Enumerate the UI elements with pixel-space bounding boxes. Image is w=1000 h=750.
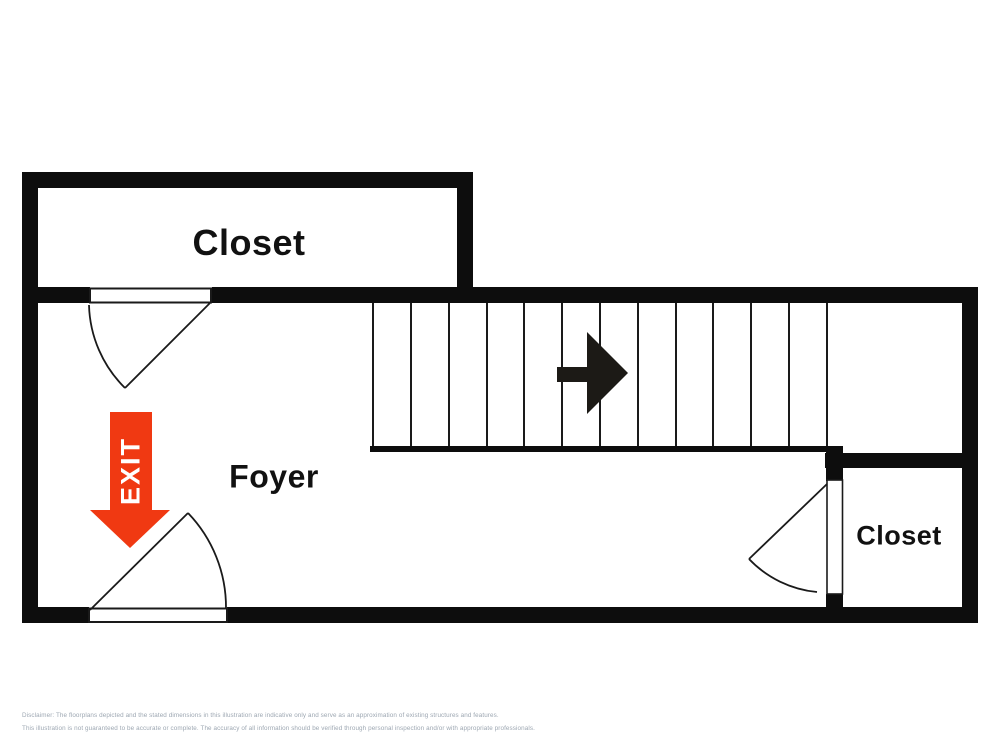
- door-leaf: [748, 483, 828, 560]
- door-leaf: [124, 302, 211, 389]
- doors: [88, 287, 844, 623]
- stair-direction-arrow-icon: [557, 332, 628, 414]
- room-label-closet-top: Closet: [192, 222, 306, 263]
- door-swing-arc: [187, 512, 227, 609]
- wall-main-horizontal-left: [22, 287, 90, 303]
- stair-treads: [372, 303, 828, 446]
- door-slab: [89, 287, 212, 304]
- door-foyer-exit: [88, 512, 228, 623]
- door-closet-bottom-right: [748, 479, 844, 595]
- stair-bottom-rail: [370, 446, 835, 452]
- exit-arrow-icon: [90, 412, 170, 548]
- disclaimer-line-1: Disclaimer: The floorplans depicted and …: [22, 712, 499, 719]
- door-swing-arc: [748, 558, 818, 593]
- room-label-closet-bottom-right: Closet: [856, 520, 942, 551]
- wall-closet-top: [22, 172, 473, 188]
- wall-closet-right: [457, 172, 473, 303]
- disclaimer-line-2: This illustration is not guaranteed to b…: [22, 725, 535, 732]
- exit-arrow-label: EXIT: [115, 436, 146, 506]
- room-label-foyer: Foyer: [229, 458, 319, 495]
- wall-outer-right: [962, 287, 978, 623]
- door-leaf: [89, 512, 189, 611]
- wall-br-closet-left-upper: [826, 446, 843, 481]
- door-swing-arc: [88, 304, 126, 389]
- wall-outer-left: [22, 172, 38, 623]
- disclaimer: Disclaimer: The floorplans depicted and …: [22, 709, 535, 735]
- door-closet-top: [88, 287, 212, 389]
- stairs: [370, 303, 835, 452]
- walls: [22, 172, 978, 623]
- wall-main-horizontal-right: [212, 287, 978, 303]
- door-jamb: [826, 479, 844, 595]
- door-slab: [88, 607, 228, 623]
- wall-br-closet-top: [825, 453, 962, 468]
- wall-bottom-left-piece: [22, 607, 89, 623]
- wall-br-closet-left-lower: [826, 594, 843, 612]
- wall-bottom-right-piece: [227, 607, 978, 623]
